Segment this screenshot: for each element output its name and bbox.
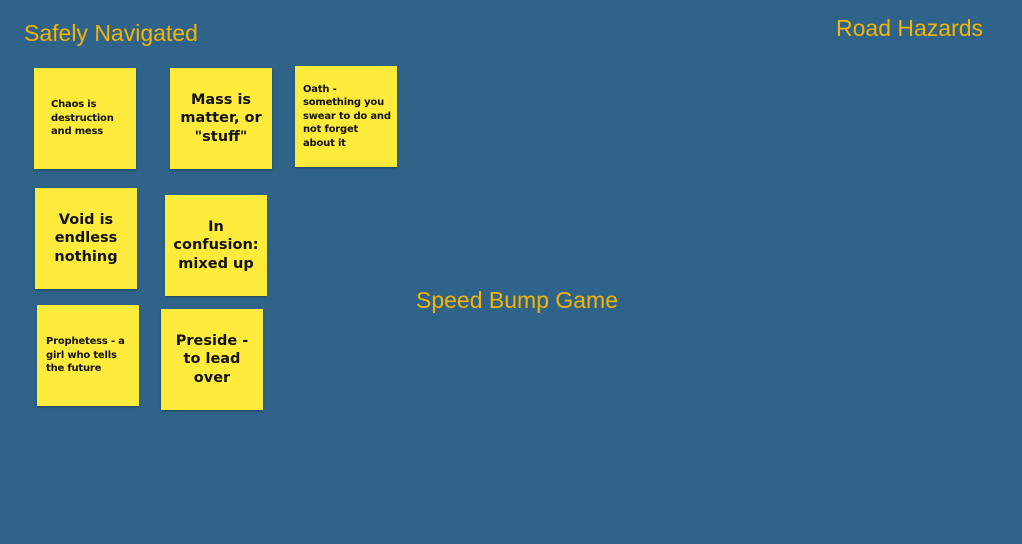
sticky-note[interactable]: Mass is matter, or "stuff" — [170, 68, 272, 169]
sticky-note[interactable]: Chaos is destruction and mess — [34, 68, 136, 169]
sticky-note[interactable]: Preside - to lead over — [161, 309, 263, 410]
note-text: In confusion: mixed up — [173, 218, 259, 272]
sticky-note[interactable]: In confusion: mixed up — [165, 195, 267, 296]
heading-safely-navigated: Safely Navigated — [24, 20, 198, 46]
sticky-note[interactable]: Void is endless nothing — [35, 188, 137, 289]
note-text: Mass is matter, or "stuff" — [180, 91, 262, 145]
sticky-note[interactable]: Prophetess - a girl who tells the future — [37, 305, 139, 406]
sticky-note[interactable]: Oath - something you swear to do and not… — [295, 66, 397, 167]
heading-speed-bump-game: Speed Bump Game — [416, 287, 619, 313]
note-text: Void is endless nothing — [54, 211, 118, 265]
note-text: Oath - something you swear to do and not… — [303, 83, 391, 149]
heading-road-hazards: Road Hazards — [836, 15, 984, 41]
note-text: Chaos is destruction and mess — [51, 99, 114, 138]
note-text: Preside - to lead over — [175, 332, 249, 386]
note-text: Prophetess - a girl who tells the future — [46, 336, 125, 375]
